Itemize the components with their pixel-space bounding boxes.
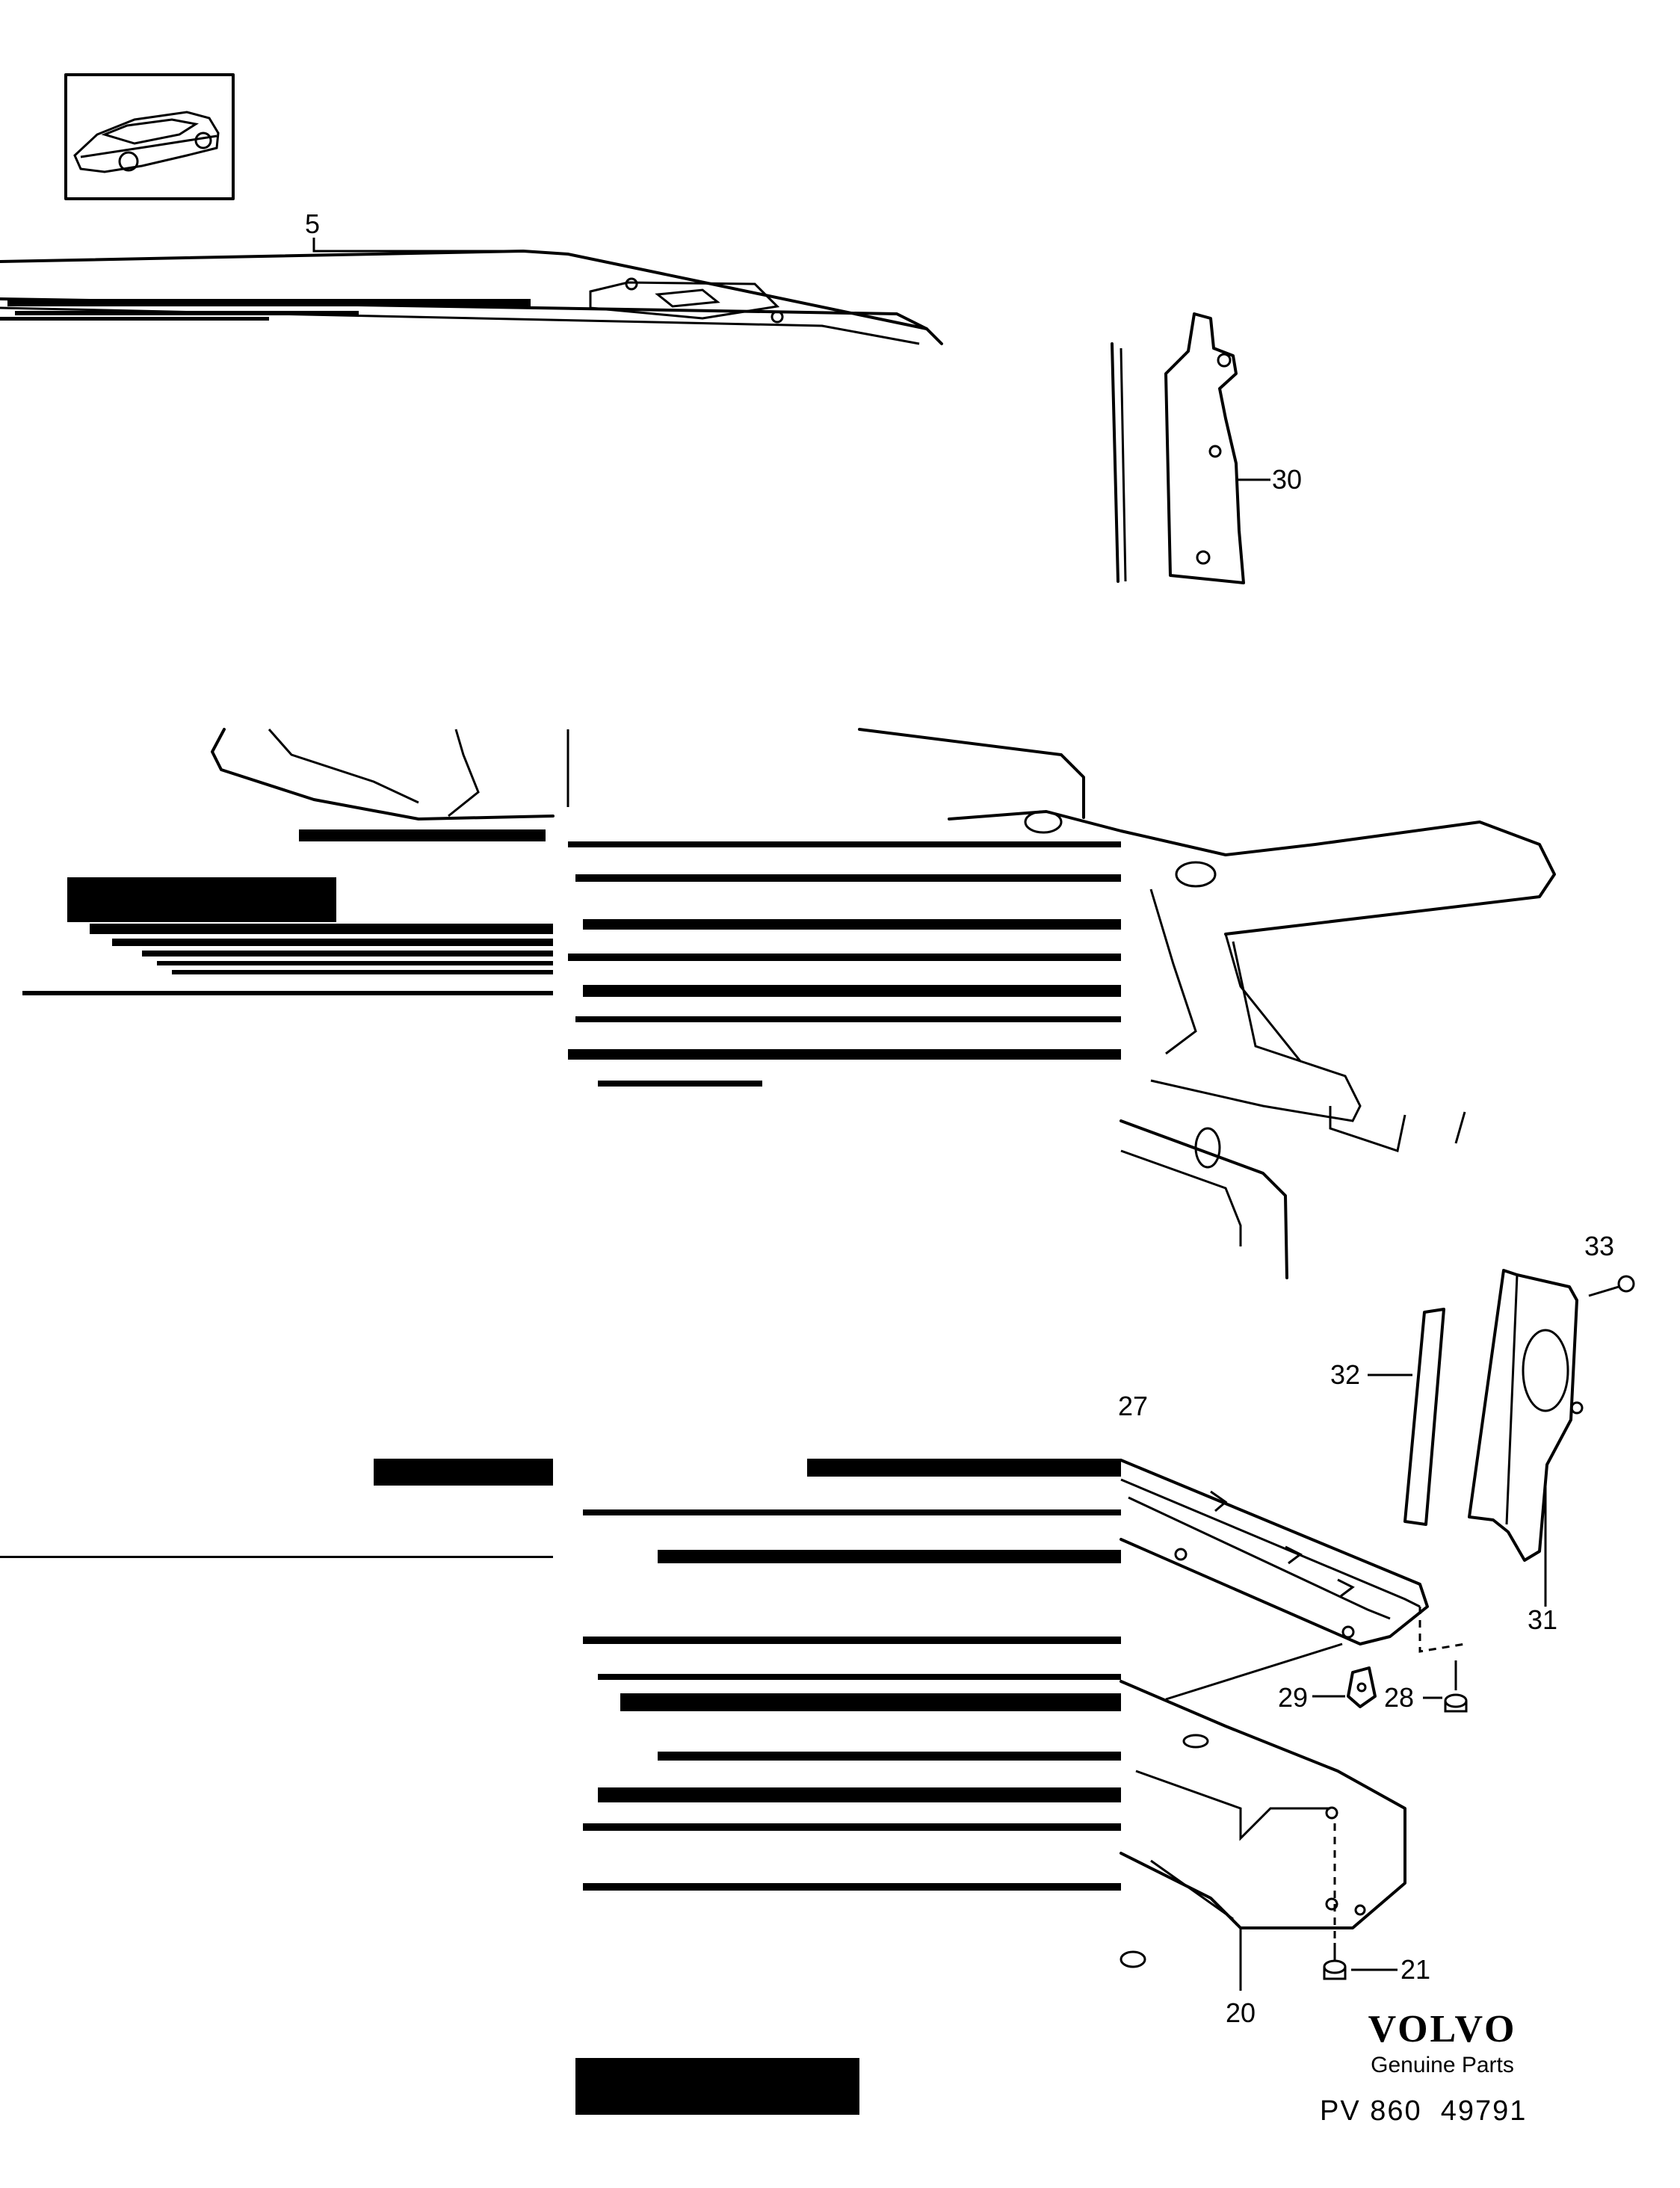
body-assembly bbox=[22, 728, 1556, 1279]
bolt-21-icon bbox=[1323, 1943, 1398, 1980]
brand-tagline: Genuine Parts bbox=[1371, 2053, 1514, 2077]
callout-31: 31 bbox=[1528, 1604, 1557, 1635]
screw-33-icon bbox=[1588, 1275, 1635, 1297]
bolt-28-icon bbox=[1423, 1660, 1468, 1713]
lower-assembly bbox=[0, 1269, 1635, 2115]
callout-20: 20 bbox=[1226, 1997, 1256, 2028]
roof-panel bbox=[0, 238, 943, 345]
callout-5: 5 bbox=[305, 208, 320, 239]
part-30-bracket bbox=[1111, 312, 1270, 584]
callout-28: 28 bbox=[1384, 1682, 1414, 1713]
reference-code: PV 860 49791 bbox=[1320, 2095, 1528, 2127]
car-thumbnail-icon bbox=[64, 73, 235, 200]
callout-27: 27 bbox=[1118, 1391, 1148, 1421]
brand-block: VOLVO Genuine Parts bbox=[1330, 2009, 1554, 2080]
callout-29: 29 bbox=[1278, 1682, 1308, 1713]
callout-32: 32 bbox=[1330, 1359, 1360, 1390]
callout-30: 30 bbox=[1272, 464, 1302, 495]
volvo-logo-icon: VOLVO bbox=[1368, 2008, 1517, 2051]
callout-33: 33 bbox=[1584, 1231, 1614, 1261]
clip-29-icon bbox=[1312, 1666, 1377, 1708]
callout-21: 21 bbox=[1400, 1954, 1430, 1985]
